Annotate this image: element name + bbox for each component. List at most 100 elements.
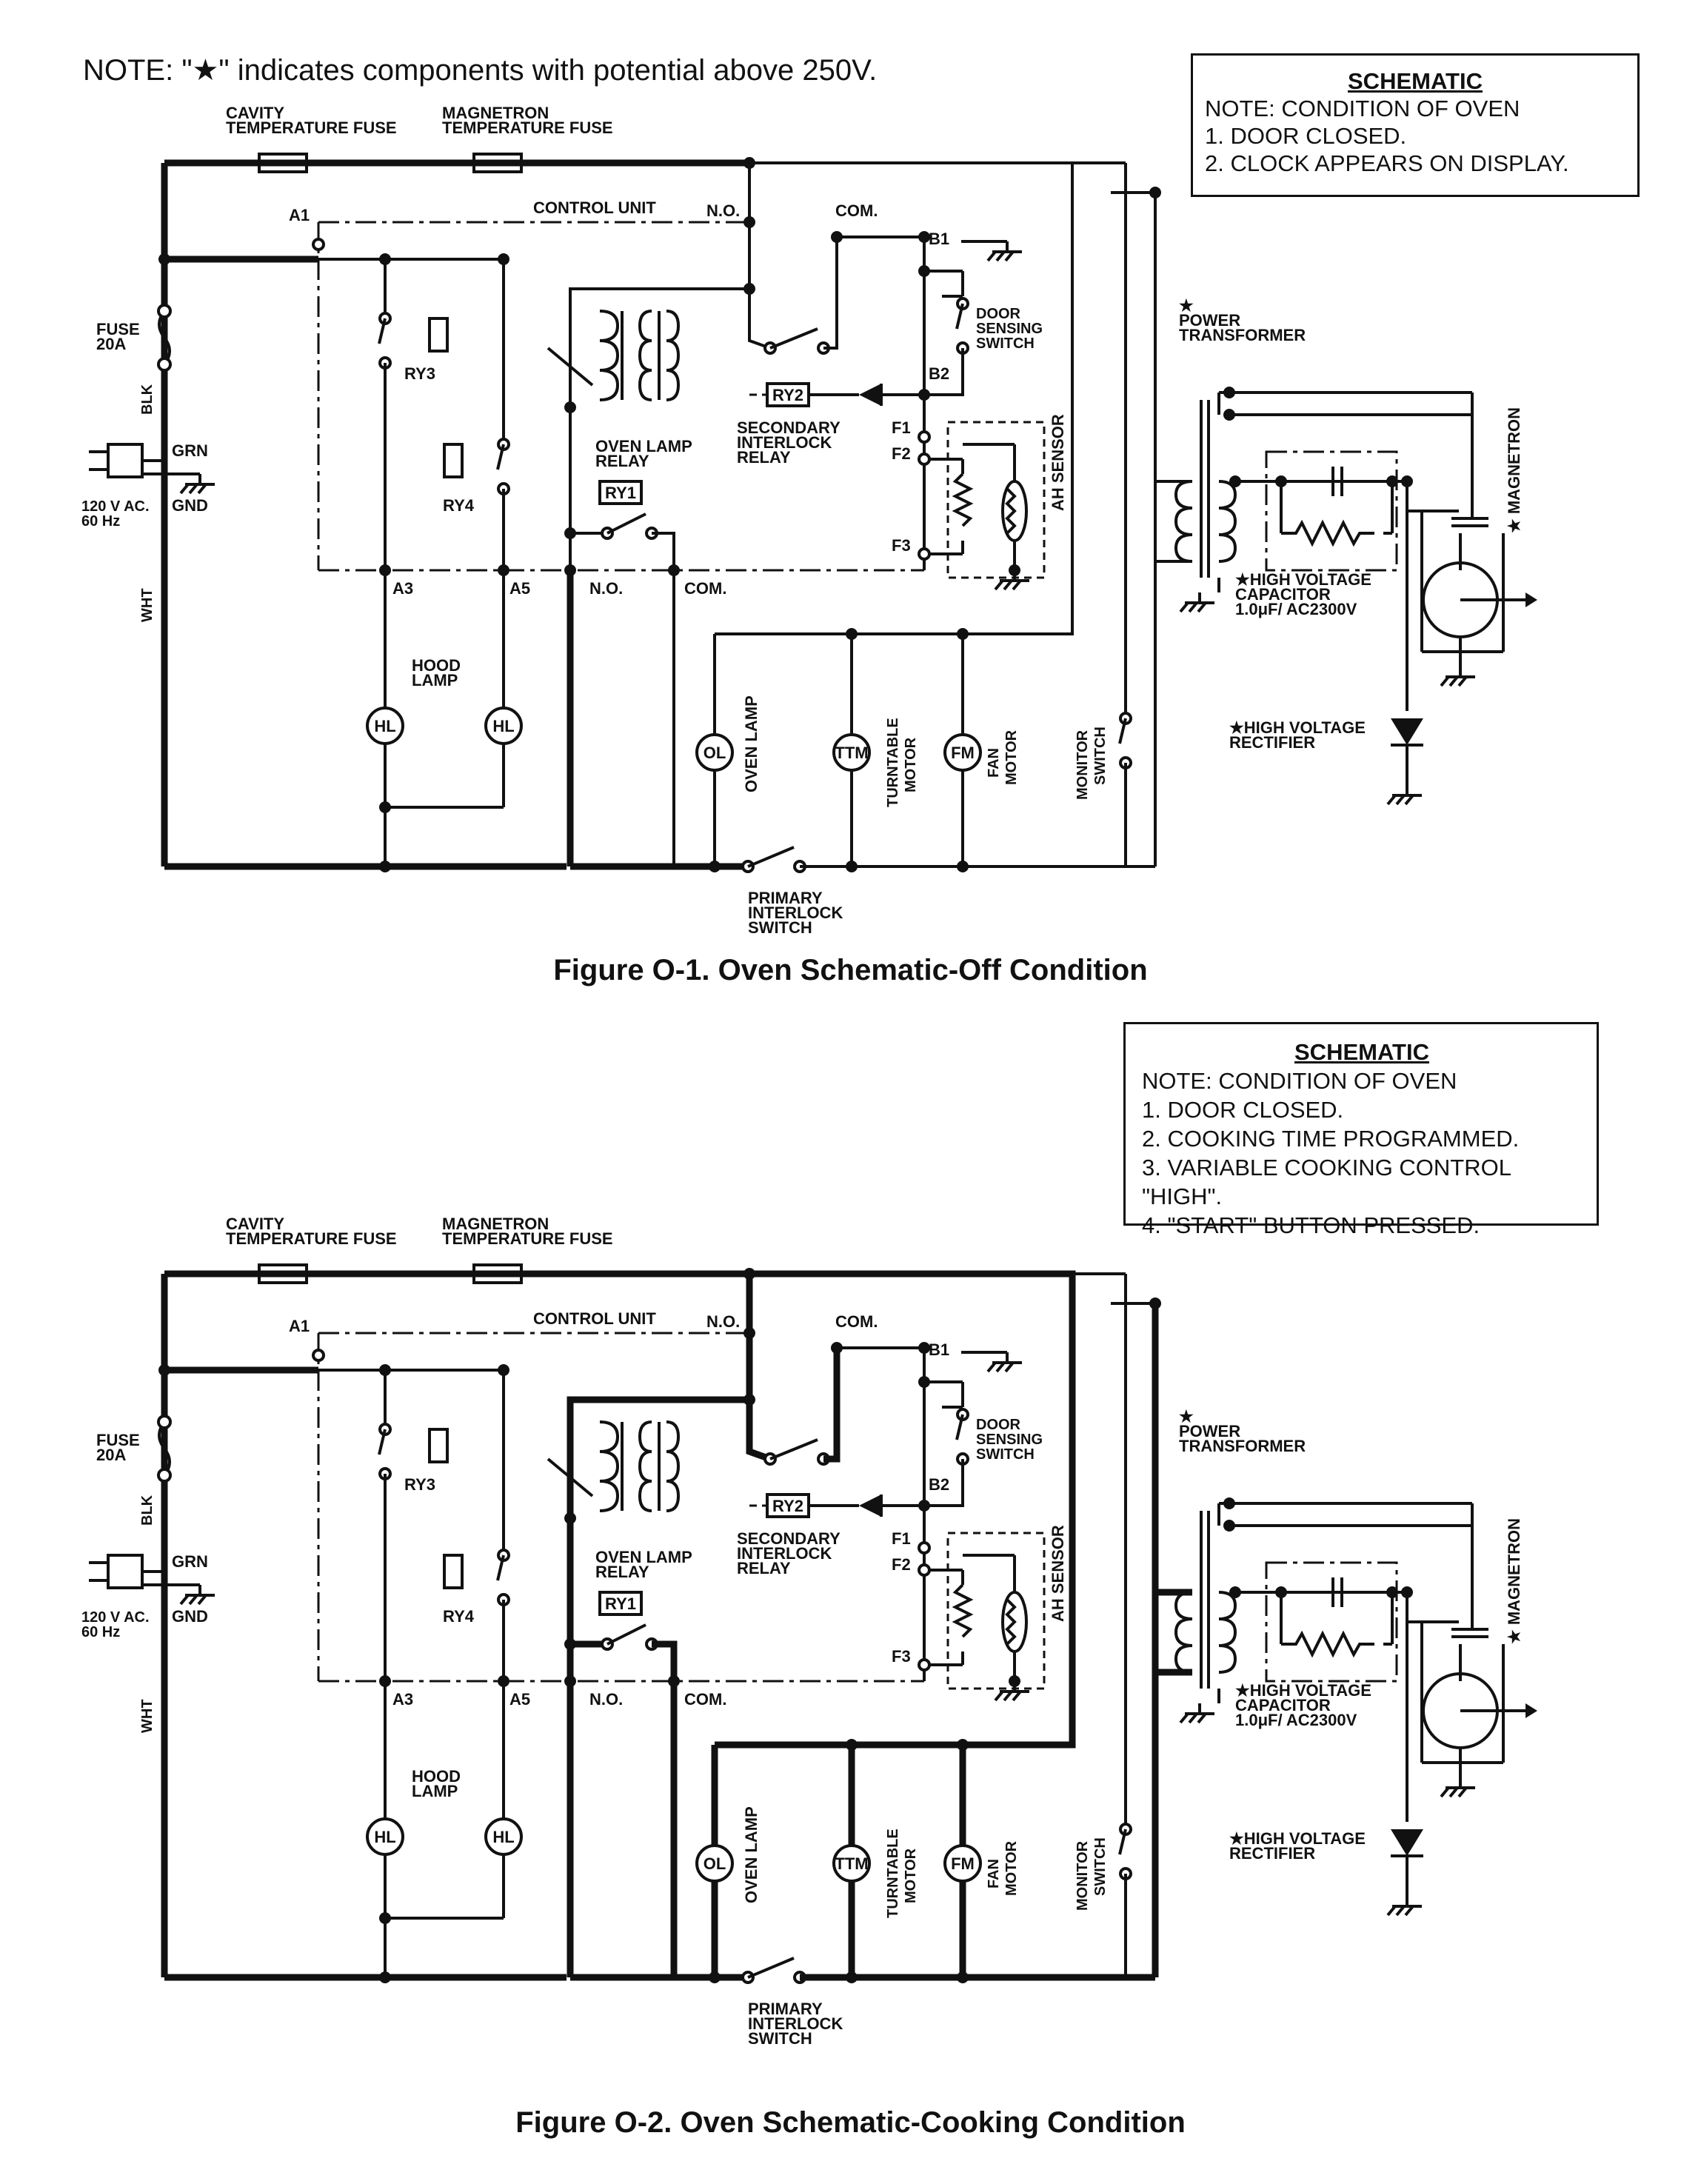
ry4-coil: [443, 443, 464, 478]
ground-icon: [1440, 675, 1450, 687]
fan-motor-fm-label: FM: [951, 1854, 975, 1873]
hood-lamp-hl-2: [484, 707, 523, 745]
b2-label: B2: [929, 1475, 949, 1494]
oven-lamp-ol: [695, 1844, 734, 1883]
hood-lamp-hl-1: [366, 707, 404, 745]
junction-dot: [564, 401, 576, 413]
oven-lamp-relay-label: OVEN LAMP: [595, 1548, 692, 1566]
ah-sensor-label: AH SENSOR: [1049, 1525, 1067, 1622]
door-switch-label: DOOR: [976, 1417, 1021, 1433]
junction-dot: [743, 216, 755, 228]
wire: [652, 532, 675, 570]
hv-capacitor-label: ★HIGH VOLTAGE: [1235, 1681, 1371, 1700]
turntable-motor-label: TURNTABLE: [885, 718, 901, 807]
terminal: [312, 1349, 325, 1362]
ry4-label: RY4: [443, 496, 475, 515]
turntable-motor-ttm: [832, 733, 871, 772]
com-label: COM.: [835, 201, 878, 220]
junction-dot: [743, 1327, 755, 1339]
junction-dot: [918, 389, 930, 401]
power-transformer-label: TRANSFORMER: [1179, 326, 1306, 344]
oven-lamp-label: OVEN LAMP: [742, 1806, 761, 1903]
control-unit-label: CONTROL UNIT: [533, 198, 656, 217]
note-line: NOTE: CONDITION OF OVEN: [1142, 1068, 1457, 1094]
terminal: [157, 1468, 172, 1483]
grn-label: GRN: [172, 441, 208, 460]
wire: [924, 1459, 964, 1507]
f2-label: F2: [892, 1555, 911, 1574]
ground-icon: [1179, 601, 1189, 613]
f1-label: F1: [892, 418, 911, 437]
monitor-switch-label: SWITCH: [1092, 1837, 1109, 1896]
turntable-motor-label: TURNTABLE: [885, 1829, 901, 1918]
door-switch-label: SWITCH: [976, 335, 1035, 352]
oven-lamp-relay-contact: [606, 512, 646, 535]
junction-dot: [564, 1512, 576, 1524]
power-transformer-primary: [1174, 1591, 1193, 1674]
note-line: 2. CLOCK APPEARS ON DISPLAY.: [1205, 150, 1569, 176]
ah-sensor-element: [1005, 1598, 1017, 1646]
f1-label: F1: [892, 1529, 911, 1548]
control-transformer: [638, 310, 652, 401]
junction-dot: [379, 1971, 391, 1983]
power-plug-icon: [107, 443, 144, 478]
hv-capacitor-label: 1.0μF/ AC2300V: [1235, 600, 1357, 618]
secondary-interlock-relay-contact: [769, 327, 818, 350]
wire: [715, 161, 1074, 635]
junction-dot: [846, 1971, 858, 1983]
note-line: 4. "START" BUTTON PRESSED.: [1142, 1212, 1480, 1238]
terminal: [157, 357, 172, 372]
junction-dot: [1149, 1298, 1161, 1309]
control-transformer: [638, 1420, 652, 1512]
supply-label: 120 V AC.: [81, 498, 150, 515]
control-unit-label: CONTROL UNIT: [533, 1309, 656, 1328]
a3-label: A3: [392, 579, 413, 598]
junction-dot: [709, 861, 721, 872]
fuse-20a: [158, 310, 171, 366]
primary-switch-label: INTERLOCK: [748, 2014, 843, 2033]
turntable-motor-label: MOTOR: [903, 737, 919, 792]
terminal: [918, 547, 931, 561]
door-sensing-switch: [955, 303, 964, 330]
diode-icon: [859, 1495, 881, 1517]
a1-label: A1: [289, 206, 310, 224]
terminal: [918, 453, 931, 466]
power-transformer-secondary: [1218, 480, 1237, 563]
terminal: [918, 1658, 931, 1672]
junction-dot: [831, 1342, 843, 1354]
junction-dot: [379, 801, 391, 813]
fan-motor-fm: [943, 1844, 982, 1883]
fuse-label: FUSE: [96, 320, 140, 338]
ground-icon: [1404, 794, 1414, 806]
hv-capacitor-box: [1265, 1561, 1398, 1683]
ground-icon: [1188, 1712, 1198, 1724]
fuse-label: 20A: [96, 1446, 126, 1464]
fan-motor-label: MOTOR: [1003, 1840, 1020, 1896]
junction-dot: [379, 861, 391, 872]
ground-icon: [986, 250, 997, 262]
magnetron-label: ★ MAGNETRON: [1505, 407, 1523, 533]
hv-capacitor-label: 1.0μF/ AC2300V: [1235, 1711, 1357, 1729]
door-switch-label: SENSING: [976, 321, 1043, 337]
door-switch-label: SENSING: [976, 1432, 1043, 1448]
primary-switch-label: SWITCH: [748, 2029, 812, 2048]
ground-icon: [1197, 601, 1207, 613]
ground-icon: [995, 1361, 1006, 1373]
power-transformer-label: TRANSFORMER: [1179, 1437, 1306, 1455]
primary-switch-label: PRIMARY: [748, 2000, 823, 2018]
control-transformer: [599, 1420, 620, 1512]
control-transformer: [666, 310, 681, 401]
hv-rectifier-label: ★HIGH VOLTAGE: [1229, 718, 1366, 737]
ry4-coil: [443, 1554, 464, 1589]
wht-label: WHT: [139, 588, 156, 622]
f3-label: F3: [892, 536, 911, 555]
junction-dot: [158, 253, 170, 265]
wire: [746, 1400, 772, 1463]
magnetron-output: [1525, 1703, 1537, 1718]
ground-icon: [1448, 1786, 1459, 1798]
wht-label: WHT: [139, 1699, 156, 1733]
hood-lamp-hl-2-label: HL: [492, 1828, 514, 1846]
ground-icon: [1395, 794, 1406, 806]
note-line: 3. VARIABLE COOKING CONTROL "HIGH".: [1142, 1155, 1511, 1209]
